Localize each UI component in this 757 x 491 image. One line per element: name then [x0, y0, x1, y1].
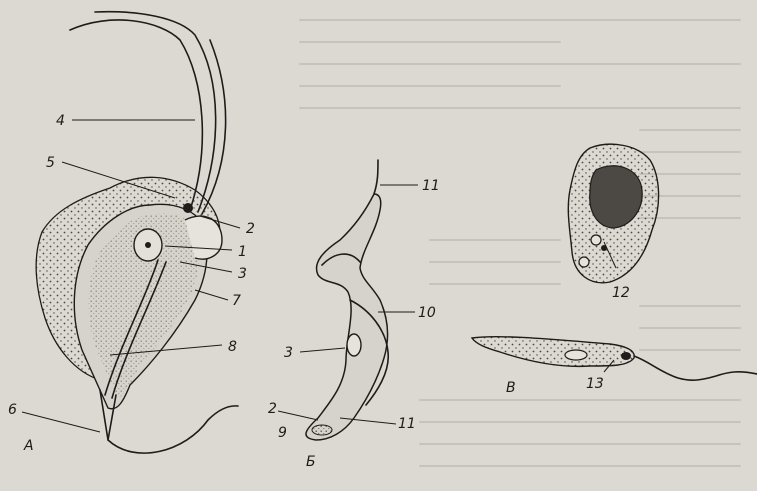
- callout-5: 5: [46, 155, 55, 171]
- promastigote-nucleus: [565, 350, 587, 360]
- callout-2-a: 2: [246, 221, 255, 237]
- callout-3-b: 3: [284, 345, 293, 361]
- kinetoplast-b: [312, 425, 332, 435]
- callout-13: 13: [586, 376, 604, 392]
- promastigote-kinetoplast: [621, 352, 631, 360]
- nucleolus-a: [145, 242, 151, 248]
- callout-12: 12: [612, 285, 630, 301]
- callout-4: 4: [56, 113, 65, 129]
- callout-7: 7: [232, 293, 241, 309]
- callout-9: 9: [278, 425, 287, 441]
- panel-label-b: Б: [306, 454, 316, 470]
- panel-label-a: А: [23, 438, 34, 454]
- amastigote-kinetoplast-2: [579, 257, 589, 267]
- callout-10: 10: [418, 305, 436, 321]
- panel-label-v: В: [506, 380, 516, 396]
- callout-11-bottom: 11: [398, 416, 416, 432]
- callout-6: 6: [8, 402, 17, 418]
- nucleus-b: [347, 334, 361, 356]
- callout-1: 1: [238, 244, 247, 260]
- amastigote-kinetoplast-1: [591, 235, 601, 245]
- blepharoplast: [183, 203, 193, 213]
- callout-2-b: 2: [268, 401, 277, 417]
- callout-3-a: 3: [238, 266, 247, 282]
- callout-8: 8: [228, 339, 237, 355]
- callout-11-top: 11: [422, 178, 440, 194]
